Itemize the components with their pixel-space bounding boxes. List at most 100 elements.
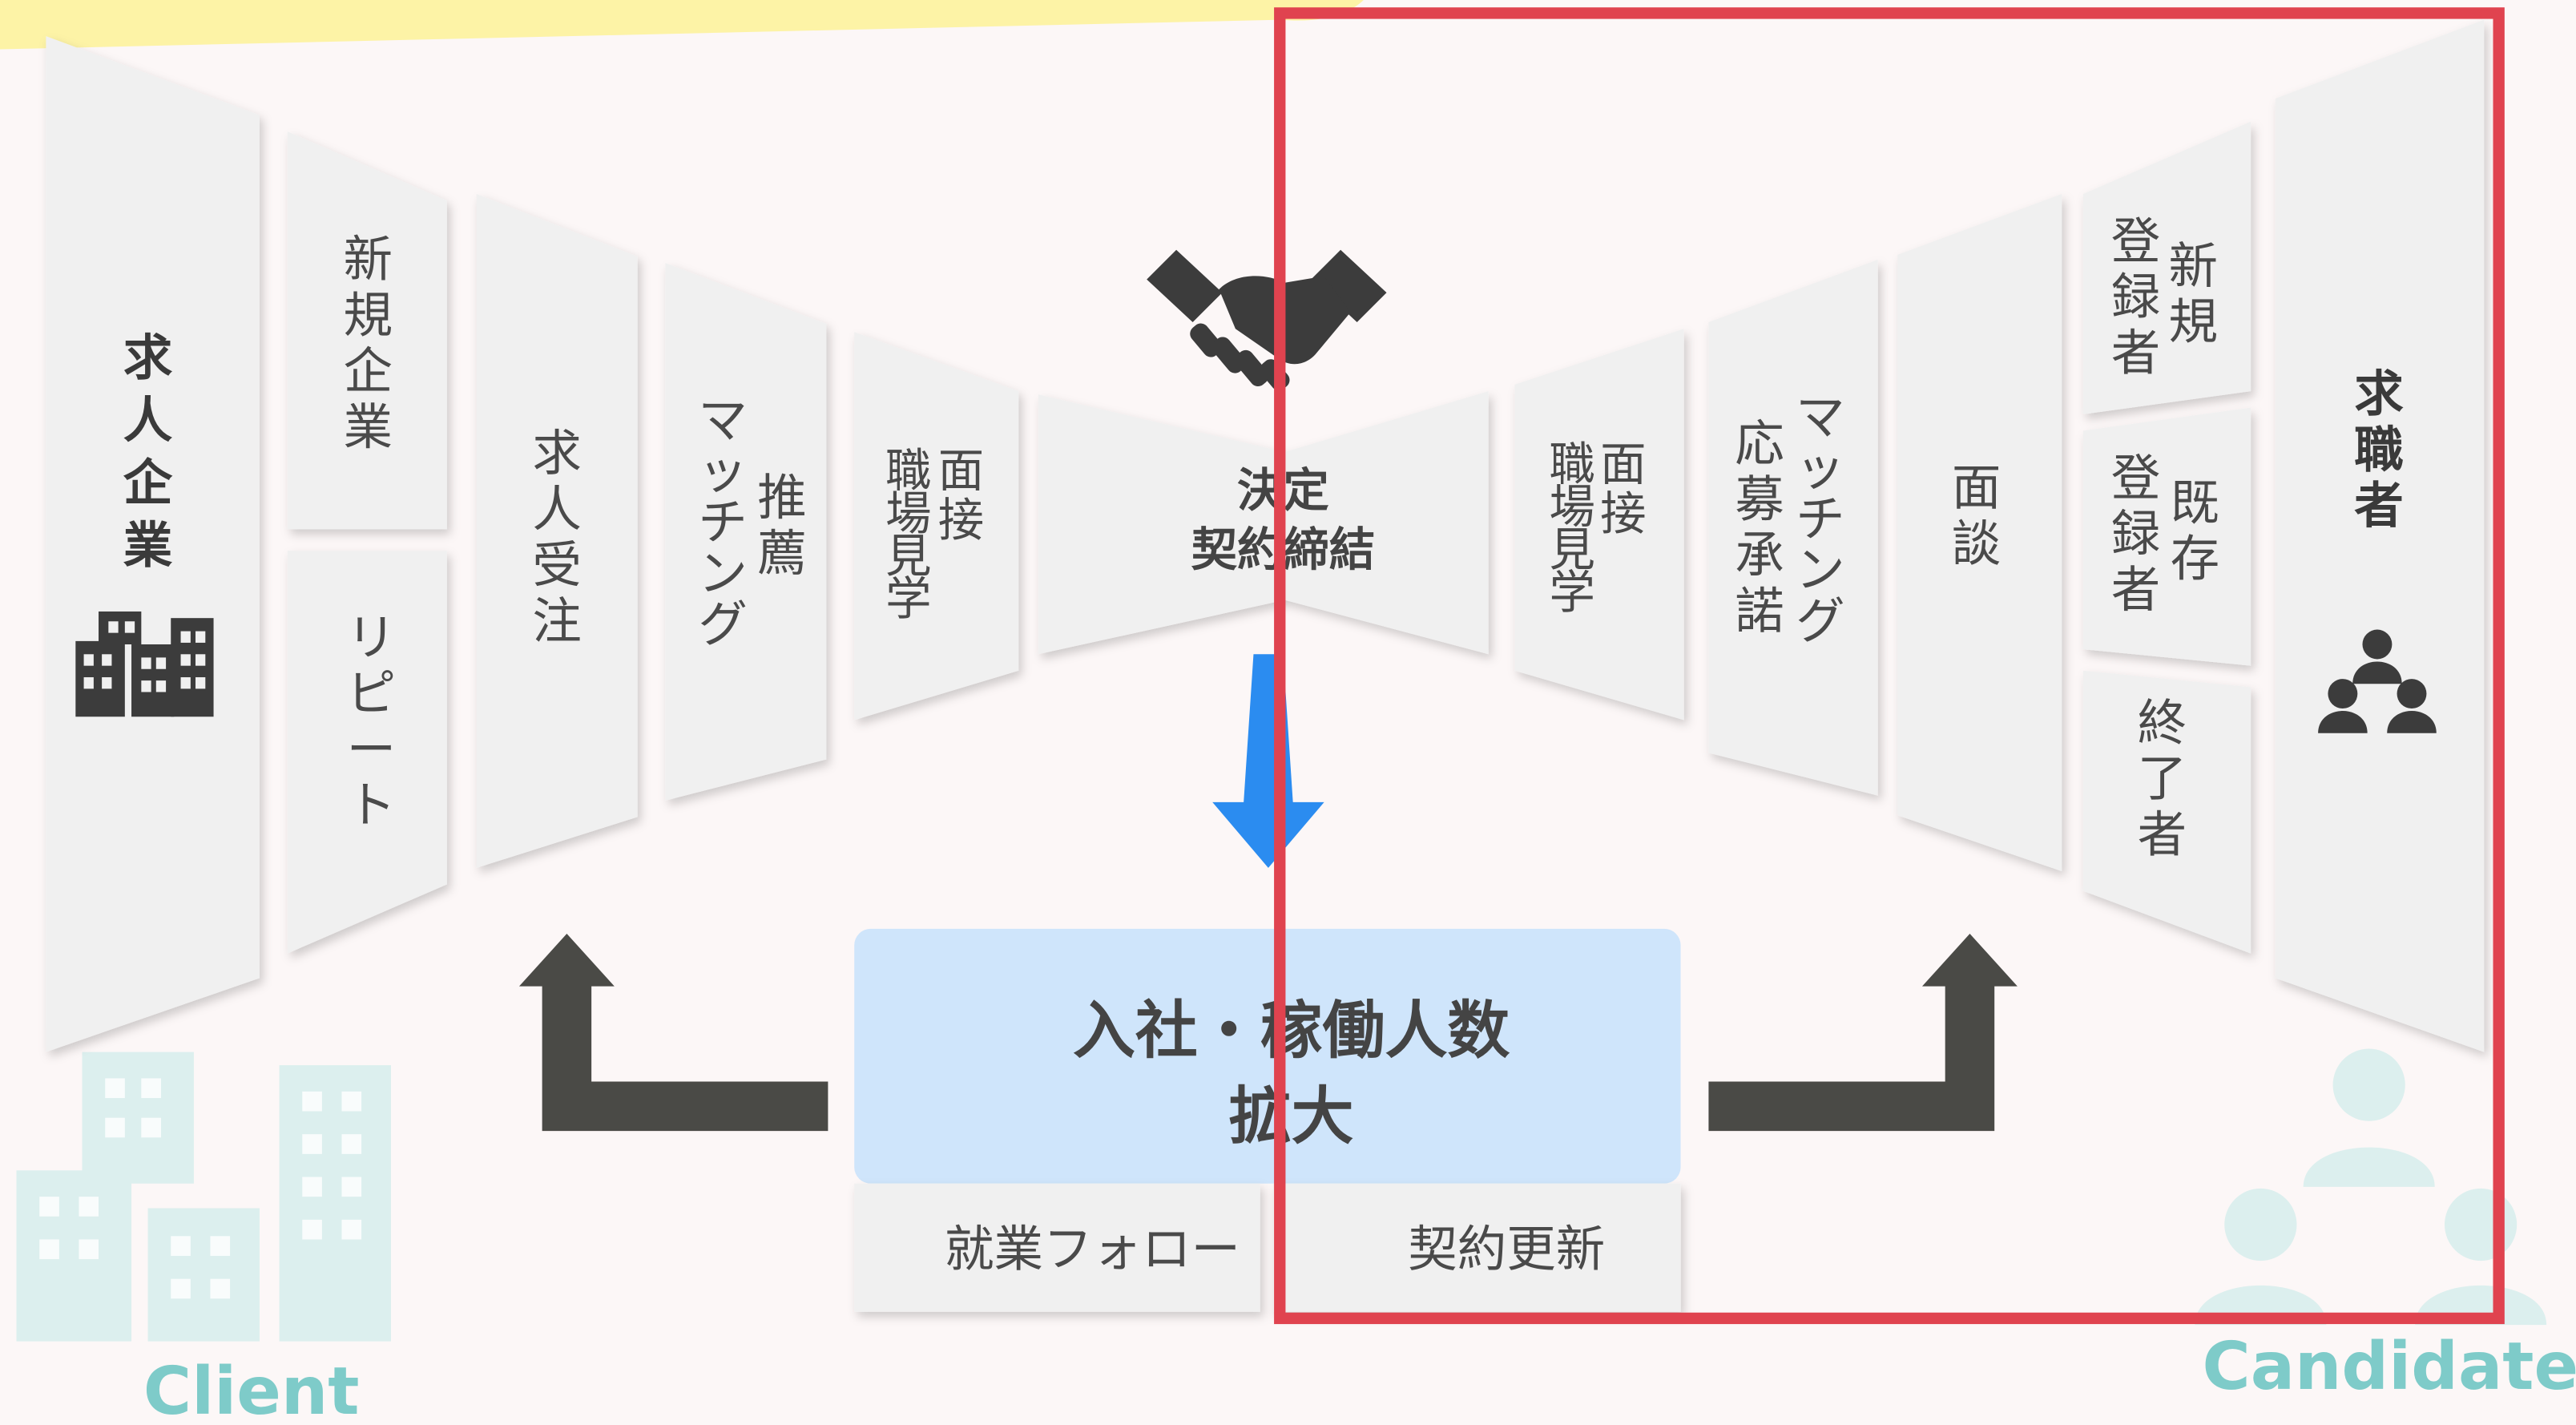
interview-left-col2-char: 見 (885, 530, 931, 583)
renewal-text: 契約更新 (1408, 1220, 1605, 1278)
meeting-panel (1897, 194, 2062, 872)
renewal-box (1273, 1183, 1681, 1312)
result-line1: 入社・稼働人数 (1073, 995, 1510, 1068)
interview-right-col2-char: 場 (1550, 480, 1595, 534)
matching-col2-char: 承 (1735, 527, 1784, 584)
new-registrant-col2: 登録者 (2111, 212, 2161, 381)
interview-right-col1-char: 面 (1600, 438, 1646, 491)
interview-left-col2-char: 職 (885, 444, 931, 498)
contract-panel (1038, 391, 1489, 655)
matching-col1-char: ッ (1796, 439, 1845, 497)
order-text-char: 受 (532, 536, 582, 594)
interview-left-col1-char: 接 (938, 494, 984, 547)
handshake-icon (1147, 249, 1387, 391)
candidate-panel (2275, 19, 2485, 1052)
finished-text-char: 終 (2138, 694, 2187, 752)
order-text-char: 求 (532, 425, 582, 482)
meeting-text-char: 談 (1952, 515, 2002, 572)
new-registrant-col1-char: 新 (2169, 237, 2219, 295)
order-text-char: 人 (532, 480, 582, 538)
new-registrant-col2-char: 録 (2111, 268, 2161, 326)
recommend-col2-char: グ (698, 595, 748, 653)
existing-col2: 登録者 (2111, 449, 2161, 618)
client-label: Client (143, 1354, 360, 1419)
repeat-text-char: ー (347, 721, 397, 778)
repeat-panel (287, 551, 447, 954)
result-line2: 拡大 (1229, 1080, 1354, 1153)
matching-col2-char: 募 (1735, 470, 1784, 528)
matching-col1-char: グ (1796, 592, 1845, 650)
recommend-panel (665, 263, 827, 801)
recommend-col2-char: ン (698, 544, 748, 602)
finished-text-char: 者 (2138, 805, 2187, 863)
existing-col1: 既存 (2171, 474, 2220, 587)
client-title-char: 業 (123, 516, 173, 574)
client-title-char: 求 (123, 329, 173, 387)
interview-right-col2-char: 学 (1550, 566, 1595, 620)
new-company-text-char: 新 (344, 231, 393, 289)
recommend-col2-char: チ (698, 494, 748, 551)
existing-col2-char: 者 (2111, 561, 2161, 619)
existing-col1-char: 存 (2171, 530, 2220, 587)
order-panel (476, 194, 638, 868)
interview-left-col2-char: 学 (885, 572, 931, 626)
candidate-title-char: 求 (2354, 365, 2404, 423)
matching-panel (1708, 260, 1878, 796)
down-arrow (1212, 654, 1324, 868)
matching-col1-char: マ (1796, 388, 1845, 446)
recommend-col2-char: マ (698, 392, 748, 450)
new-company-text-char: 規 (344, 286, 393, 344)
new-registrant-col2-char: 者 (2111, 324, 2161, 381)
meeting-text: 面談 (1952, 459, 2002, 573)
finished-text: 終了者 (2138, 694, 2187, 863)
interview-left-col1-char: 面 (938, 444, 984, 498)
new-company-text-char: 業 (344, 398, 393, 456)
new-company-text-char: 企 (344, 342, 393, 400)
existing-col2-char: 録 (2111, 505, 2161, 563)
result-box (854, 928, 1681, 1184)
follow-text: 就業フォロー (945, 1220, 1240, 1278)
meeting-text-char: 面 (1952, 459, 2002, 517)
interview-right-col2-char: 職 (1550, 438, 1595, 491)
highlight-frame (1274, 7, 2505, 1325)
repeat-text-char: ト (347, 776, 397, 834)
new-registrant-panel (2082, 121, 2251, 414)
client-panel (46, 36, 260, 1052)
interview-left-col2-char: 場 (885, 486, 931, 540)
building-icon (75, 611, 214, 717)
candidate-title-char: 者 (2354, 477, 2404, 535)
finished-panel (2082, 670, 2251, 954)
new-registrant-col2-char: 登 (2111, 212, 2161, 270)
interview-right-col2-char: 見 (1550, 523, 1595, 577)
order-text-char: 注 (532, 592, 582, 650)
interview-left-panel (854, 332, 1019, 721)
new-company-panel (287, 131, 447, 530)
interview-right-col1-char: 接 (1600, 486, 1646, 540)
recommend-col1: 推薦 (757, 469, 807, 583)
candidate-label: Candidate (2203, 1329, 2576, 1405)
recommend-col1-char: 薦 (757, 525, 807, 583)
candidate-title: 求職者 (2354, 365, 2404, 535)
new-registrant-col1-char: 規 (2169, 293, 2219, 350)
matching-col1-char: ン (1796, 541, 1845, 599)
people-icon (2318, 629, 2437, 733)
finished-text-char: 了 (2138, 750, 2187, 808)
client-title-char: 人 (123, 392, 173, 450)
interview-right-panel (1514, 329, 1684, 721)
left-return-arrow (518, 933, 828, 1132)
candidate-title-char: 職 (2354, 421, 2404, 478)
client-building-decoration (16, 1052, 391, 1342)
top-yellow-banner (0, 0, 1364, 50)
existing-col2-char: 登 (2111, 449, 2161, 507)
repeat-text-char: リ (347, 608, 397, 666)
interview-right-col1: 面接 (1600, 438, 1646, 541)
